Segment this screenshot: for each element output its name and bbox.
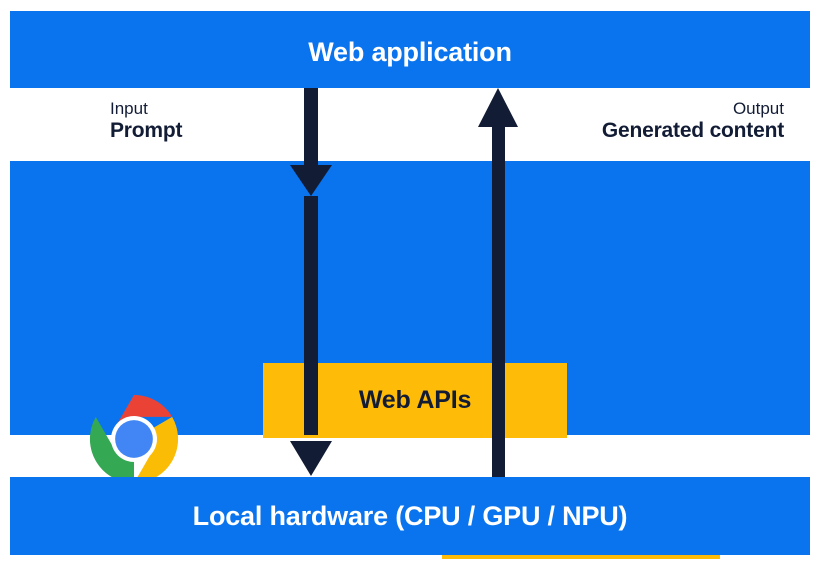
arrow-up-head	[478, 88, 518, 127]
arrow-down-shaft-upper	[304, 88, 318, 166]
flow-label-output-kind: Output	[732, 99, 784, 118]
band-web-application: Web application	[10, 11, 810, 88]
chrome-blue-center	[115, 420, 153, 458]
chrome-green-wedge	[89, 416, 134, 484]
band-local-hardware: Local hardware (CPU / GPU / NPU)	[10, 477, 810, 555]
band-web-application-label: Web application	[308, 37, 512, 67]
chrome-red-wedge	[114, 394, 173, 428]
box-web-apis-label: Web APIs	[358, 386, 472, 415]
chrome-yellow-wedge	[134, 416, 179, 484]
flow-label-input-kind: Input	[110, 99, 148, 118]
box-web-apis: Web APIs	[263, 363, 567, 438]
flow-label-input-value: Prompt	[110, 119, 183, 143]
arrow-down-head-lower	[290, 441, 332, 476]
flow-label-output-value: Generated content	[601, 119, 784, 143]
chrome-logo-icon	[89, 394, 179, 484]
band-local-hardware-label: Local hardware (CPU / GPU / NPU)	[192, 501, 628, 531]
band-browser: Browser Web APIs Built-in models and run…	[10, 161, 810, 559]
